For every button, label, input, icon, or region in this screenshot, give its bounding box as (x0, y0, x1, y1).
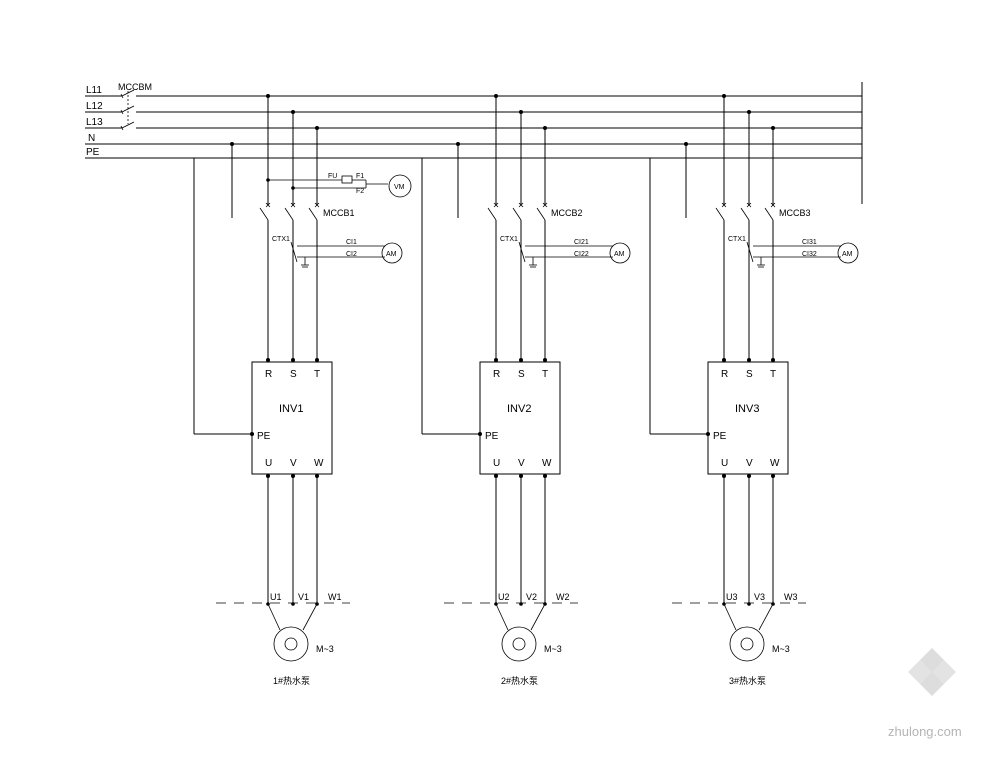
motor-label: M~3 (544, 644, 562, 654)
pump-label: 2#热水泵 (501, 675, 538, 686)
inverter-box (251, 361, 333, 475)
inverter-output-terminal: W (770, 458, 780, 469)
inverter-output-terminal: U (265, 458, 272, 469)
ct-out2-label: CI2 (346, 251, 357, 258)
ammeter-icon (609, 242, 631, 264)
motor-label: M~3 (772, 644, 790, 654)
inverter-output-terminal: U (721, 458, 728, 469)
motor-terminal-label: V2 (526, 592, 537, 602)
main-breaker-label: MCCBM (118, 82, 152, 92)
inverter-output-terminal: V (518, 458, 525, 469)
motor-icon (273, 626, 309, 662)
motor-icon (501, 626, 537, 662)
motor-terminal-label: V3 (754, 592, 765, 602)
ct-label: CTX1 (272, 236, 290, 243)
inverter-input-terminal: T (770, 369, 776, 380)
motor-icon (729, 626, 765, 662)
breaker-label: MCCB3 (779, 208, 811, 218)
ammeter-label: AM (842, 251, 853, 258)
ct-label: CTX1 (500, 236, 518, 243)
motor-terminal-label: V1 (298, 592, 309, 602)
ct-label: CTX1 (728, 236, 746, 243)
main-breaker-symbol (120, 89, 135, 131)
watermark-text: zhulong.com (888, 724, 962, 739)
ct-out2-label: CI22 (574, 251, 589, 258)
inverter-pe-terminal: PE (713, 431, 727, 442)
ammeter-label: AM (614, 251, 625, 258)
breaker-label: MCCB2 (551, 208, 583, 218)
ammeter-label: AM (386, 251, 397, 258)
motor-label: M~3 (316, 644, 334, 654)
inverter-output-terminal: V (290, 458, 297, 469)
pump-label: 3#热水泵 (729, 675, 766, 686)
bus-bars (85, 82, 863, 204)
bus-label-l11: L11 (86, 85, 102, 96)
ammeter-icon (837, 242, 859, 264)
bus-label-l12: L12 (86, 101, 103, 112)
pump-label: 1#热水泵 (273, 675, 310, 686)
inverter-box (479, 361, 561, 475)
inverter-output-terminal: W (542, 458, 552, 469)
motor-terminal-label: U2 (498, 592, 510, 602)
voltmeter-circuit: VM FU F1 F2 (266, 173, 412, 198)
breaker-label: MCCB1 (323, 208, 355, 218)
inverter-output-terminal: W (314, 458, 324, 469)
voltmeter-icon (388, 174, 412, 198)
inverter-input-terminal: S (746, 369, 753, 380)
inverter-input-terminal: R (721, 369, 728, 380)
inverter-input-terminal: S (518, 369, 525, 380)
motor-terminal-label: U1 (270, 592, 282, 602)
inverter-pe-terminal: PE (485, 431, 499, 442)
inverter-input-terminal: T (542, 369, 548, 380)
inverter-input-terminal: R (493, 369, 500, 380)
bus-label-pe: PE (86, 147, 100, 158)
motor-terminal-label: W2 (556, 592, 570, 602)
voltmeter-tap2-label: F2 (356, 188, 364, 195)
motor-terminal-label: W3 (784, 592, 798, 602)
inverter-input-terminal: T (314, 369, 320, 380)
ct-out1-label: CI31 (802, 239, 817, 246)
voltmeter-tap1-label: F1 (356, 173, 364, 180)
inverter-label: INV1 (279, 403, 303, 415)
motor-terminal-label: U3 (726, 592, 738, 602)
ct-out1-label: CI21 (574, 239, 589, 246)
inverter-output-terminal: U (493, 458, 500, 469)
voltmeter-fuse-label: FU (328, 173, 337, 180)
zhulong-logo (908, 648, 956, 696)
ammeter-icon (381, 242, 403, 264)
voltmeter-label: VM (394, 184, 405, 191)
inverter-input-terminal: S (290, 369, 297, 380)
ct-out1-label: CI1 (346, 239, 357, 246)
bus-label-l13: L13 (86, 117, 103, 128)
inverter-box (707, 361, 789, 475)
inverter-output-terminal: V (746, 458, 753, 469)
ct-out2-label: CI32 (802, 251, 817, 258)
inverter-pe-terminal: PE (257, 431, 271, 442)
inverter-label: INV2 (507, 403, 531, 415)
bus-label-n: N (88, 133, 95, 144)
inverter-label: INV3 (735, 403, 759, 415)
inverter-input-terminal: R (265, 369, 272, 380)
motor-terminal-label: W1 (328, 592, 342, 602)
